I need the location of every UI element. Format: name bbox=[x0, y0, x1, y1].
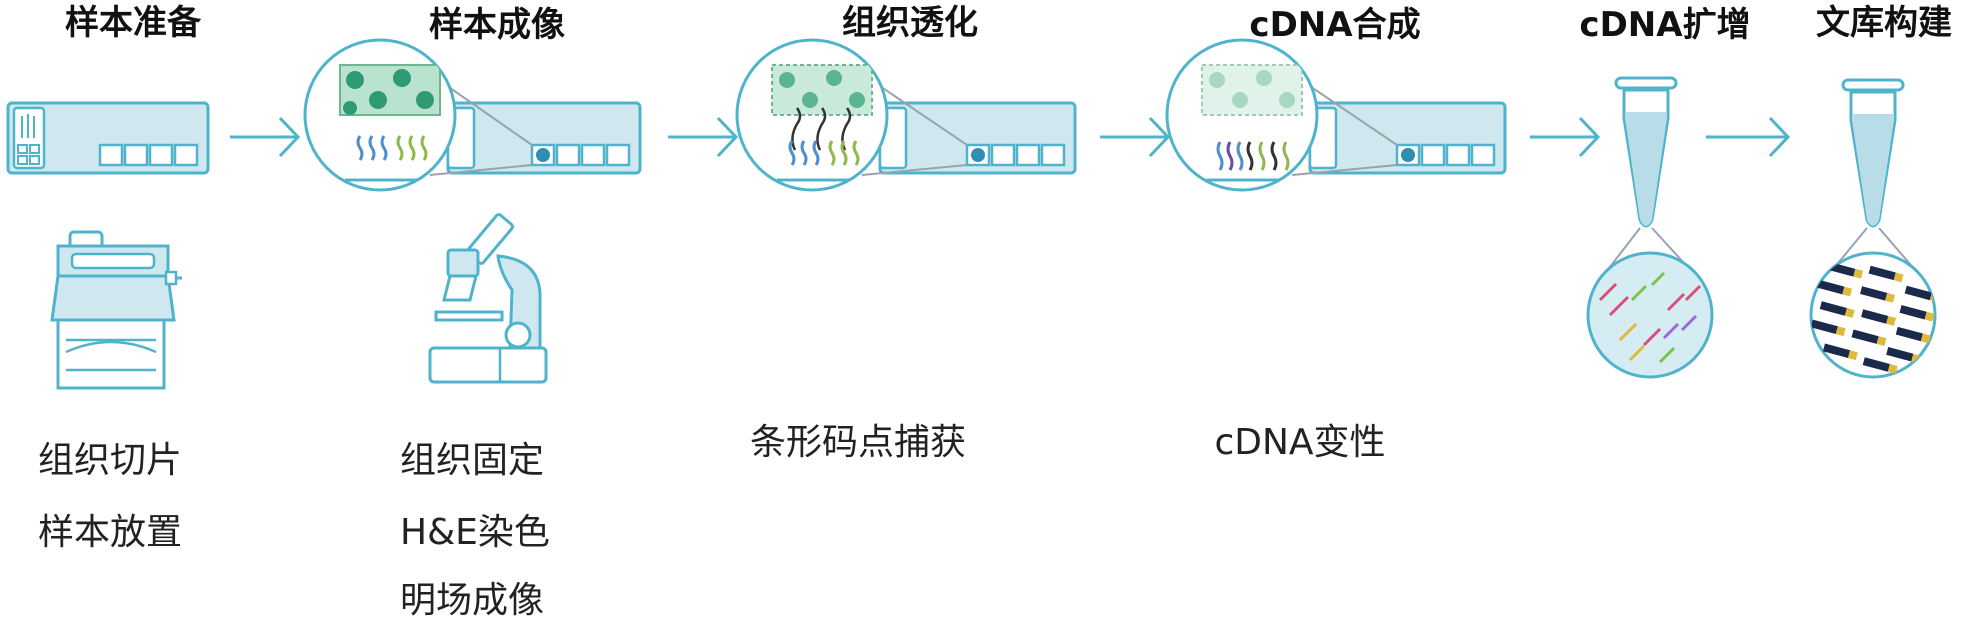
cryostat-icon bbox=[50, 230, 182, 390]
step-3-slide-icon bbox=[861, 73, 1077, 176]
step-2-description-3: 明场成像 bbox=[400, 580, 544, 619]
step-5-title: cDNA扩增 bbox=[1579, 5, 1750, 45]
step-3-description-1: 条形码点捕获 bbox=[750, 422, 966, 463]
arrow-icon bbox=[1100, 116, 1171, 158]
step-5-amplification-zoom-icon bbox=[1586, 251, 1714, 379]
step-4-description-1: cDNA变性 bbox=[1214, 422, 1385, 463]
step-6-library-zoom-icon bbox=[1809, 251, 1937, 379]
step-2-slide-icon bbox=[429, 73, 642, 176]
arrow-icon bbox=[1706, 116, 1791, 158]
step-2-tissue-zoom-icon bbox=[303, 38, 457, 192]
step-1-slide-icon bbox=[6, 101, 210, 175]
step-3-permeabilization-zoom-icon bbox=[735, 38, 889, 192]
step-1-description-2: 样本放置 bbox=[38, 512, 182, 553]
step-2-description-1: 组织固定 bbox=[400, 440, 544, 481]
step-6-title: 文库构建 bbox=[1816, 3, 1952, 43]
arrow-icon bbox=[230, 116, 301, 158]
arrow-icon bbox=[668, 116, 739, 158]
step-3-title: 组织透化 bbox=[842, 3, 978, 43]
step-4-title: cDNA合成 bbox=[1249, 5, 1420, 45]
microscope-icon bbox=[428, 213, 548, 384]
step-2-description-2: H&E染色 bbox=[400, 512, 550, 553]
step-1-title: 样本准备 bbox=[65, 3, 202, 43]
step-4-slide-icon bbox=[1291, 73, 1507, 176]
step-1-description-1: 组织切片 bbox=[38, 440, 182, 481]
arrow-icon bbox=[1530, 116, 1601, 158]
step-4-cdna-zoom-icon bbox=[1165, 38, 1319, 192]
step-2-title: 样本成像 bbox=[429, 5, 565, 45]
